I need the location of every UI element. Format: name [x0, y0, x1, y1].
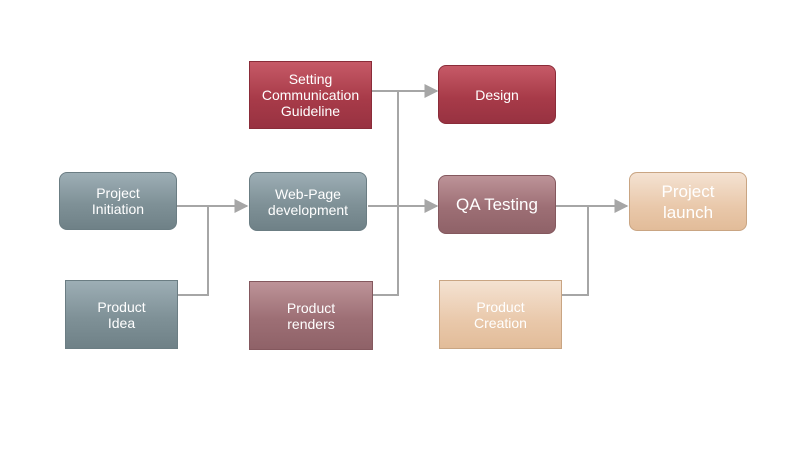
connector-product-renders: [373, 91, 399, 296]
connector-product-idea: [178, 206, 209, 296]
node-qa-testing: QA Testing: [438, 175, 556, 234]
node-project-launch: Project launch: [629, 172, 747, 231]
node-project-initiation: Project Initiation: [59, 172, 177, 230]
node-product-creation: Product Creation: [439, 280, 562, 349]
connector-product-creation: [562, 206, 589, 296]
node-web-page-development: Web-Page development: [249, 172, 367, 231]
node-product-idea: Product Idea: [65, 280, 178, 349]
node-design: Design: [438, 65, 556, 124]
node-setting-communication-guideline: Setting Communication Guideline: [249, 61, 372, 129]
node-product-renders: Product renders: [249, 281, 373, 350]
